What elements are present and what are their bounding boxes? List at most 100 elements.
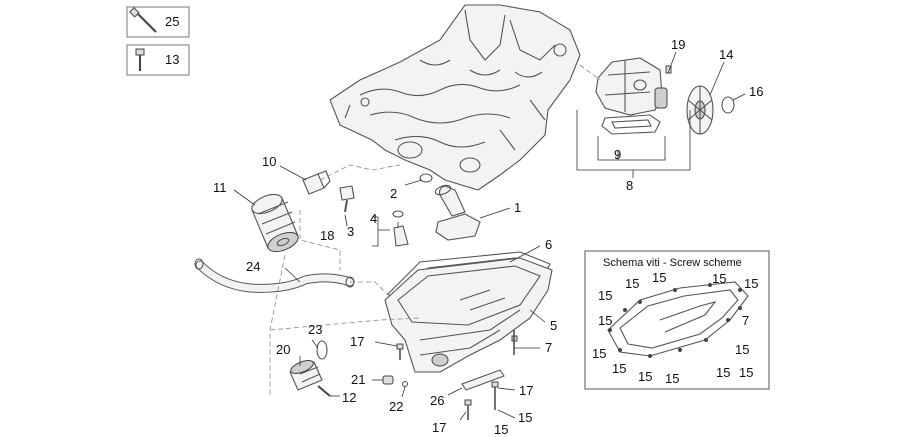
oil-filter-cartridge <box>289 360 323 391</box>
oil-pressure-sensor-18 <box>339 185 355 213</box>
screw-scheme-gasket <box>607 281 749 358</box>
short-bolt-icon <box>135 48 145 71</box>
bolt-7-side <box>511 330 518 355</box>
callout-number: 15 <box>518 410 532 425</box>
leader-line <box>509 245 541 263</box>
leader-line <box>233 189 256 206</box>
scheme-label: 7 <box>742 313 749 328</box>
leader-line <box>497 409 516 419</box>
callout-number: 14 <box>719 47 733 62</box>
scheme-label: 15 <box>638 369 652 384</box>
legend-item-25: 25 <box>126 6 190 38</box>
scheme-label: 15 <box>598 288 612 303</box>
screw-scheme-panel: Schema viti - Screw scheme 15 15 15 15 1… <box>584 250 770 390</box>
crankcase <box>329 4 581 191</box>
callout-number: 16 <box>749 84 763 99</box>
callout-number: 7 <box>545 340 552 355</box>
oil-filter <box>251 193 299 253</box>
leader-line <box>311 339 319 349</box>
callout-number: 5 <box>550 318 557 333</box>
callout-number: 22 <box>389 399 403 414</box>
legend-number: 13 <box>165 52 179 67</box>
callout-number: 3 <box>347 224 354 239</box>
washer-22 <box>402 381 408 387</box>
bracket-9 <box>597 136 666 161</box>
sump-bolt-17 <box>396 343 404 360</box>
oil-pump-gasket <box>601 114 661 135</box>
oil-strainer <box>434 184 481 241</box>
screw-scheme-box <box>584 250 770 390</box>
assembly-line <box>269 254 286 395</box>
scheme-label: 15 <box>735 342 749 357</box>
screw-12 <box>317 385 331 397</box>
callout-number: 15 <box>494 422 508 437</box>
callout-number: 10 <box>262 154 276 169</box>
callout-number: 4 <box>370 211 377 226</box>
leader-line <box>279 165 307 181</box>
scheme-label: 15 <box>592 346 606 361</box>
leader-line <box>401 386 406 398</box>
breather-hose <box>194 258 355 293</box>
callout-number: 21 <box>351 372 365 387</box>
callout-number: 11 <box>213 180 227 195</box>
callout-number: 17 <box>432 420 446 435</box>
oil-nozzle <box>392 210 409 247</box>
legend-item-13: 13 <box>126 44 190 76</box>
callout-number: 6 <box>545 237 552 252</box>
scheme-label: 15 <box>625 276 639 291</box>
scheme-label: 15 <box>716 365 730 380</box>
leader-line <box>709 61 725 96</box>
bracket-26 <box>461 369 505 391</box>
callout-number: 19 <box>671 37 685 52</box>
long-bolt-icon <box>129 7 157 33</box>
bolt-15-lower <box>464 399 472 420</box>
leader-line <box>479 207 511 219</box>
o-ring-23 <box>316 340 328 360</box>
callout-number: 26 <box>430 393 444 408</box>
oil-pump-gear <box>686 85 714 135</box>
scheme-label: 15 <box>652 270 666 285</box>
o-ring-2 <box>419 173 433 183</box>
callout-number: 8 <box>626 178 633 193</box>
leader-line <box>284 267 301 283</box>
bracket-3 <box>372 216 390 247</box>
assembly-line <box>579 64 601 81</box>
oil-pump <box>595 57 668 116</box>
screw-scheme-title: Schema viti - Screw scheme <box>603 257 742 269</box>
callout-number: 18 <box>320 228 334 243</box>
assembly-line <box>319 164 401 181</box>
callout-number: 9 <box>614 147 621 162</box>
dowel-pin-19 <box>665 65 672 74</box>
callout-number: 2 <box>390 186 397 201</box>
callout-number: 17 <box>519 383 533 398</box>
assembly-line <box>350 281 389 296</box>
legend-number: 25 <box>165 14 179 29</box>
callout-number: 24 <box>246 259 260 274</box>
scheme-label: 15 <box>598 313 612 328</box>
leader-line <box>404 179 423 186</box>
drain-plug-21 <box>382 375 394 385</box>
bracket-8 <box>576 110 691 171</box>
scheme-label: 15 <box>744 276 758 291</box>
scheme-label: 15 <box>665 371 679 386</box>
assembly-line <box>269 317 421 331</box>
callout-number: 17 <box>350 334 364 349</box>
leader-line <box>447 387 463 396</box>
scheme-label: 15 <box>612 361 626 376</box>
scheme-label: 15 <box>739 365 753 380</box>
leader-line <box>667 51 677 74</box>
leader-line <box>732 93 746 101</box>
scheme-label: 15 <box>712 271 726 286</box>
leader-line <box>344 214 348 227</box>
callout-number: 12 <box>342 390 356 405</box>
callout-number: 23 <box>308 322 322 337</box>
callout-number: 1 <box>514 200 521 215</box>
leader-line <box>497 387 516 391</box>
leader-line <box>374 341 398 347</box>
bolt-17-lower <box>491 381 499 410</box>
callout-number: 20 <box>276 342 290 357</box>
oil-sump <box>384 257 553 373</box>
leader-line <box>459 411 467 421</box>
o-ring-16 <box>721 96 735 114</box>
filter-nipple-10 <box>302 170 331 195</box>
